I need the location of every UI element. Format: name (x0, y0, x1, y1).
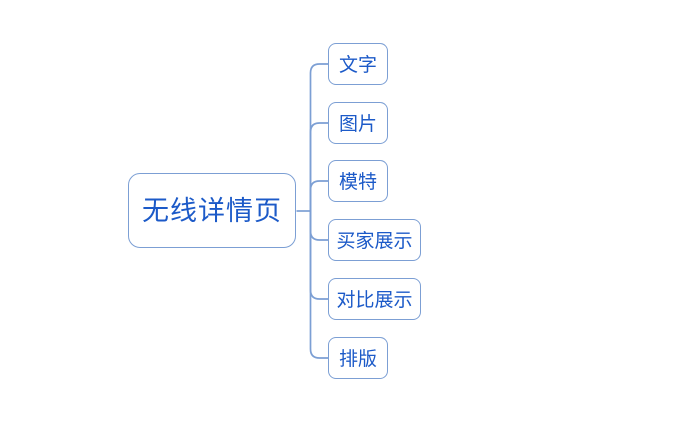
root-topic-node[interactable]: 无线详情页 (128, 173, 296, 248)
topic-label-layout: 排版 (338, 347, 377, 370)
root-topic-label: 无线详情页 (142, 196, 282, 227)
connector-branch-model (309, 180, 328, 211)
topic-node-model[interactable]: 模特 (328, 160, 388, 202)
topic-node-image[interactable]: 图片 (328, 102, 388, 144)
connector-branch-text (309, 63, 328, 211)
topic-node-comparison-display[interactable]: 对比展示 (328, 278, 421, 320)
connector-branch-image (309, 122, 328, 211)
topic-node-layout[interactable]: 排版 (328, 337, 388, 379)
topic-label-model: 模特 (338, 170, 377, 193)
connector-branch-layout (309, 211, 328, 359)
topic-label-comparison-display: 对比展示 (336, 288, 413, 311)
topic-label-buyer-display: 买家展示 (336, 229, 413, 252)
connector-branch-buyer-display (309, 211, 328, 241)
connector-branch-comparison-display (309, 211, 328, 300)
topic-node-buyer-display[interactable]: 买家展示 (328, 219, 421, 261)
topic-label-text: 文字 (338, 53, 377, 76)
topic-label-image: 图片 (338, 112, 377, 135)
topic-node-text[interactable]: 文字 (328, 43, 388, 85)
